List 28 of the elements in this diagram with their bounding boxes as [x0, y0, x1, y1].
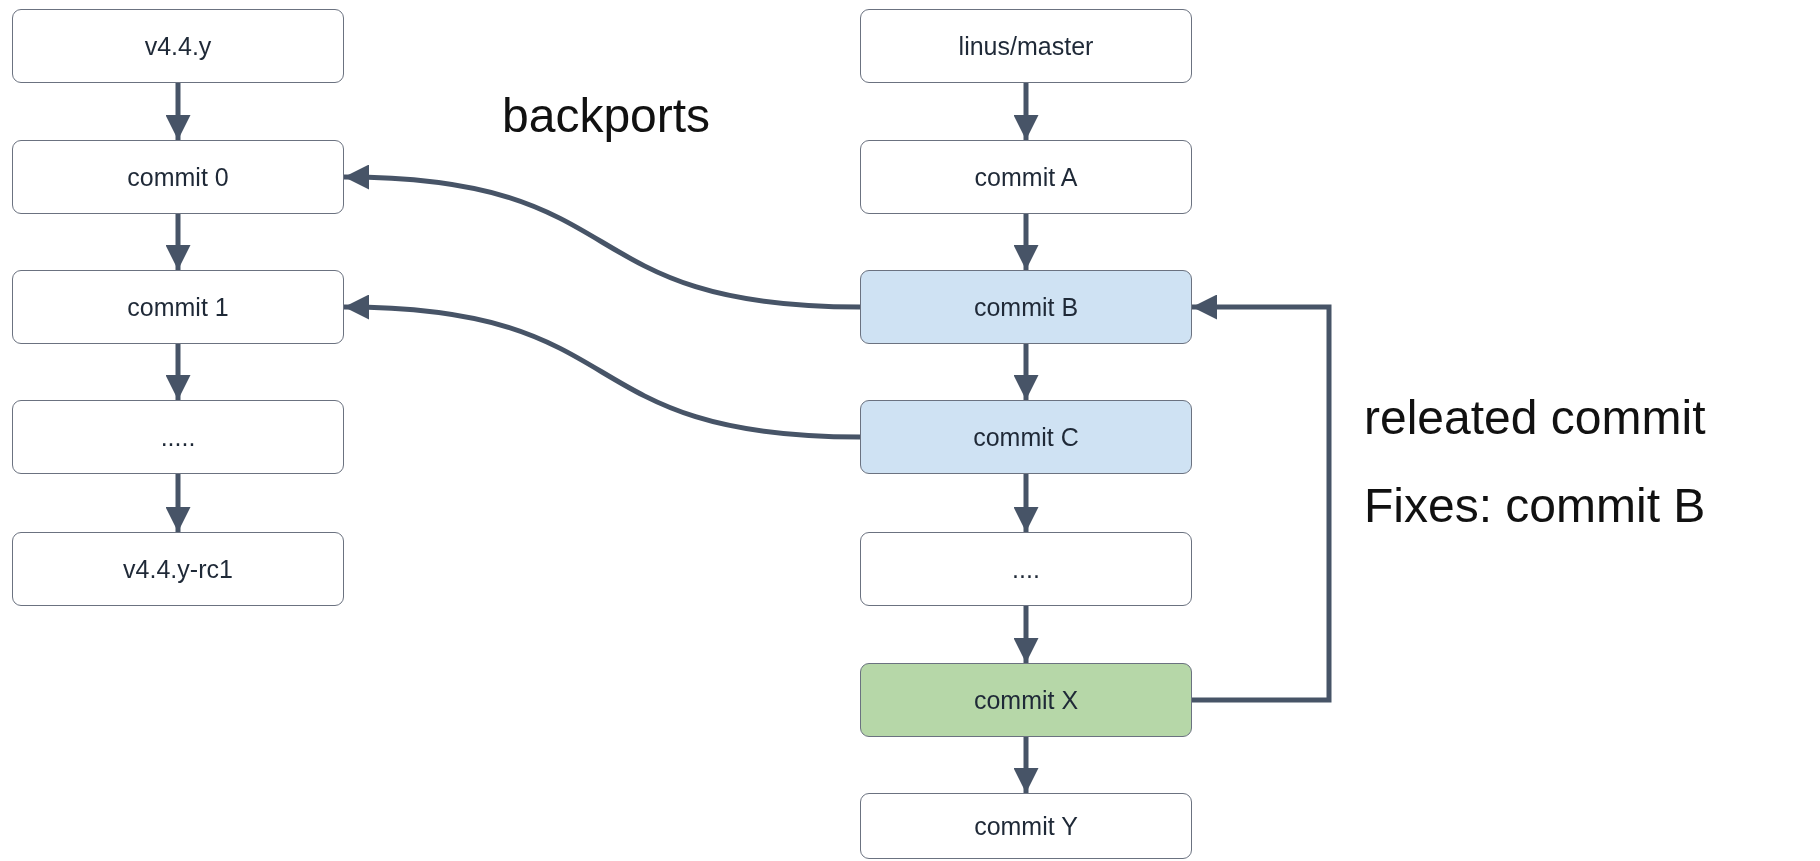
commit-box: v4.4.y-rc1: [12, 532, 344, 606]
arrow: [1192, 294, 1332, 703]
commit-box: ....: [860, 532, 1192, 606]
annotation-text: releated commit: [1364, 390, 1706, 445]
arrow: [1013, 474, 1039, 532]
commit-box: linus/master: [860, 9, 1192, 83]
commit-box: commit C: [860, 400, 1192, 474]
arrow: [1013, 214, 1039, 270]
arrow: [343, 165, 861, 310]
arrow: [1013, 737, 1039, 793]
commit-box: commit 1: [12, 270, 344, 344]
annotation-text: backports: [502, 88, 711, 143]
commit-box: commit Y: [860, 793, 1192, 859]
arrow: [1013, 83, 1039, 140]
arrow: [165, 474, 191, 532]
arrow: [165, 344, 191, 400]
commit-box: commit X: [860, 663, 1192, 737]
commit-box: .....: [12, 400, 344, 474]
commit-box: commit B: [860, 270, 1192, 344]
arrow: [1013, 344, 1039, 400]
commit-box: commit A: [860, 140, 1192, 214]
arrow: [165, 83, 191, 140]
commit-box: v4.4.y: [12, 9, 344, 83]
commit-box: commit 0: [12, 140, 344, 214]
arrow: [343, 295, 861, 440]
arrow: [165, 214, 191, 270]
annotation-text: Fixes: commit B: [1364, 478, 1706, 533]
arrow: [1013, 606, 1039, 663]
